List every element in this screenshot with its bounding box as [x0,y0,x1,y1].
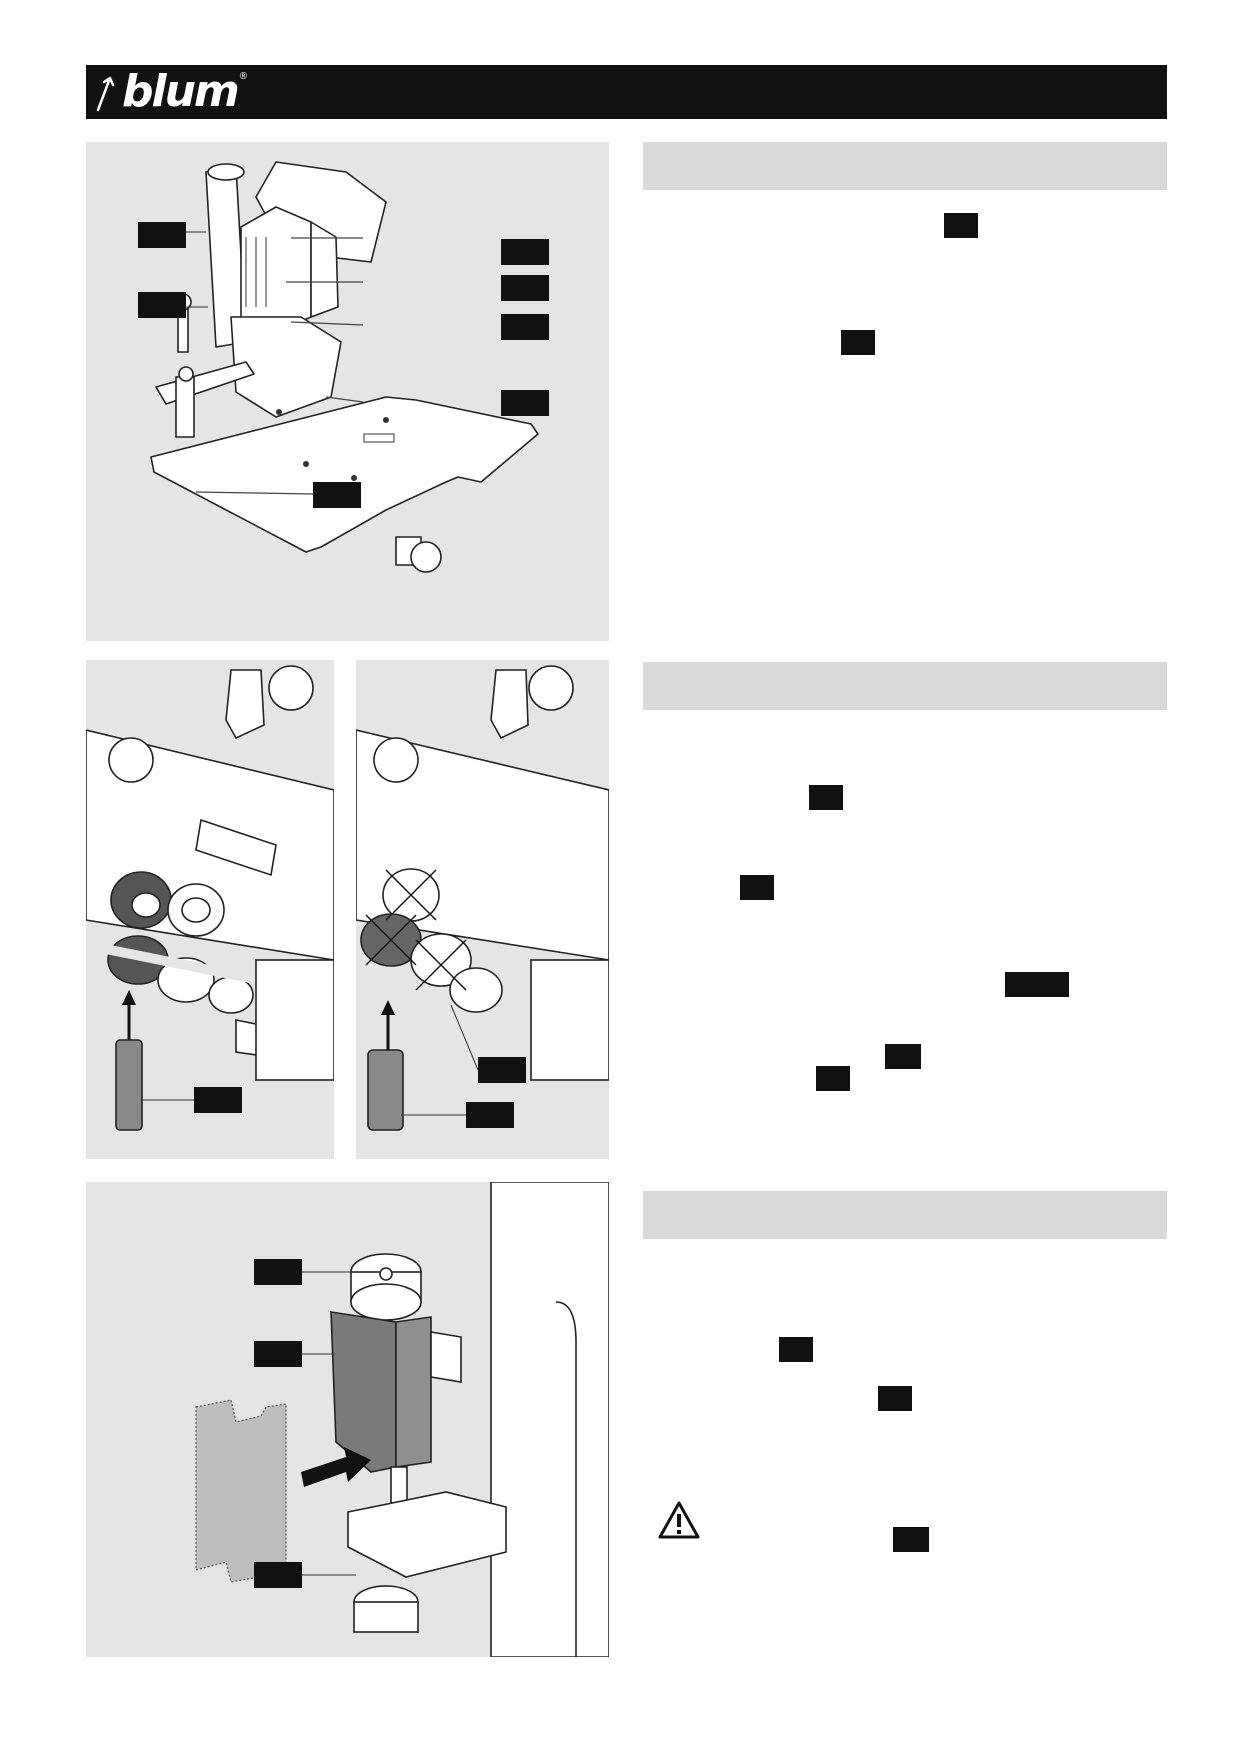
stop-clamp-figure [86,1182,609,1657]
logo-registered-mark: ® [239,70,248,82]
machine-overview-figure [86,142,609,641]
drill-head-wrong-figure [356,660,609,1159]
machine-drawing [138,161,549,573]
blum-logo: blum ® [96,69,247,115]
warning-triangle-icon [658,1501,700,1539]
reference-label [944,213,978,238]
reference-label [1005,972,1069,997]
drill-head-wrong-drawing [356,665,609,1131]
logo-wordmark: blum [122,66,240,117]
drill-head-insert-figure [86,660,334,1159]
blum-arrow-icon [96,76,115,112]
reference-label [740,875,774,900]
section-header-3 [643,1191,1167,1239]
reference-label [779,1337,813,1362]
reference-label [841,330,875,355]
reference-label [809,785,843,810]
drill-head-drawing [86,665,334,1131]
section-header-1 [643,142,1167,190]
reference-label [885,1044,921,1069]
stop-clamp-drawing [195,1182,609,1657]
reference-label [878,1386,912,1411]
section-header-2 [643,662,1167,710]
reference-label [893,1527,929,1552]
reference-label [816,1066,850,1091]
brand-header: blum ® [86,65,1167,119]
